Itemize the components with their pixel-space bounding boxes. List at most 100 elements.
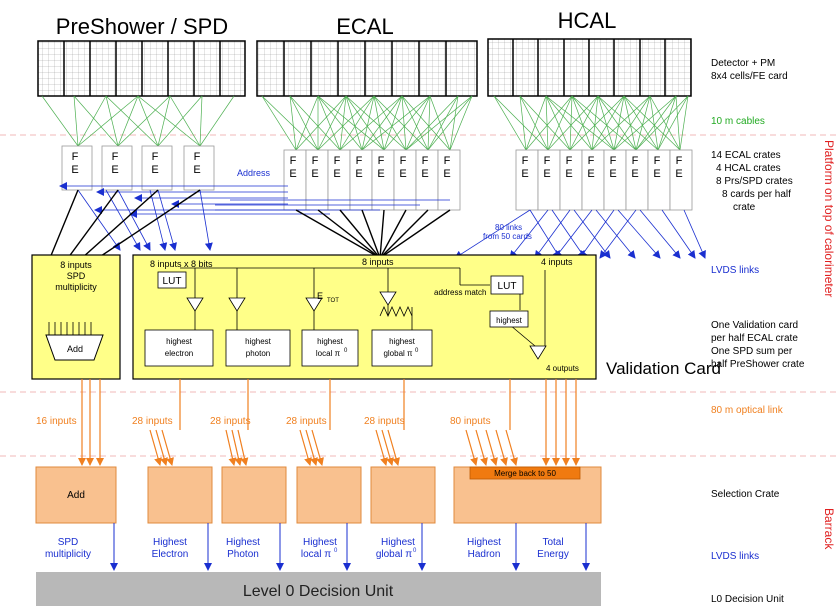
cable-line — [41, 95, 79, 147]
validation-card-label: Validation Card — [606, 359, 721, 378]
cable-line — [635, 95, 651, 151]
cable-line — [401, 95, 451, 151]
fe-card-f: F — [566, 155, 573, 167]
cable-line — [339, 95, 375, 151]
merge-bar — [469, 466, 581, 480]
cable-line — [317, 95, 347, 151]
address-match-label: address match — [434, 288, 486, 297]
fe-card-f: F — [610, 155, 617, 167]
cable-line — [571, 95, 615, 151]
cable-line — [597, 95, 615, 151]
out-photon-2: Photon — [227, 549, 259, 560]
out-global-2: global π — [376, 549, 412, 560]
out-energy-1: Total — [542, 537, 563, 548]
cable-line — [345, 95, 385, 151]
lvds-arrow — [579, 209, 615, 259]
links80-line1: 80 links — [495, 223, 522, 232]
out-local-2: local π — [301, 549, 331, 560]
fe-card: FE — [305, 149, 329, 211]
merge-label: Merge back to 50 — [494, 469, 556, 478]
lvds-arrow — [573, 209, 611, 259]
optical-arrow — [299, 429, 312, 466]
note-lvds: LVDS links — [711, 265, 759, 276]
cable-line — [157, 95, 203, 147]
cable-line — [405, 95, 473, 151]
fe-card-e: E — [653, 168, 660, 180]
cable-line — [613, 95, 625, 151]
optical-arrow — [387, 429, 400, 466]
fe-card-e: E — [543, 168, 550, 180]
cable-line — [525, 95, 547, 151]
etot-sub: TOT — [327, 298, 339, 304]
cable-line — [345, 95, 363, 151]
out-spd-2: multiplicity — [45, 549, 91, 560]
fe-card-e: E — [675, 168, 682, 180]
cable-line — [105, 95, 159, 147]
cable-line — [525, 95, 573, 151]
spd-box-line3: multiplicity — [55, 282, 97, 292]
selection-electron-box — [147, 466, 213, 524]
right-notes: Detector + PM 8x4 cells/FE card 14 ECAL … — [711, 58, 805, 605]
fe-card: FE — [437, 149, 461, 211]
cable-line — [591, 95, 651, 151]
note-detector-1: Detector + PM — [711, 58, 775, 69]
fe-card-f: F — [444, 155, 451, 167]
note-crates-5: crate — [733, 202, 756, 213]
cable-line — [547, 95, 599, 151]
add-trapezoid — [45, 334, 104, 361]
fe-card: FE — [537, 149, 561, 211]
fe-card-f: F — [112, 151, 119, 163]
cable-line — [427, 95, 431, 151]
cable-line — [317, 95, 363, 151]
highest-global-1: highest — [389, 337, 416, 346]
note-crates-1: 14 ECAL crates — [711, 150, 781, 161]
cable-line — [635, 95, 677, 151]
address-lines — [59, 182, 450, 218]
optical-arrow — [375, 429, 388, 466]
cable-line — [449, 95, 473, 151]
optical-arrow — [161, 429, 174, 466]
selection-photon-box — [221, 466, 287, 524]
cable-line — [591, 95, 625, 151]
out-local-1: Highest — [303, 537, 337, 548]
cable-line — [317, 95, 385, 151]
optical-arrow — [237, 429, 249, 466]
cable-line — [623, 95, 681, 151]
fe-card: FE — [283, 149, 307, 211]
optical-arrow — [475, 429, 488, 466]
optical-arrow — [231, 429, 243, 466]
highest-global-2: global π — [383, 349, 413, 358]
note-cables: 10 m cables — [711, 116, 765, 127]
cable-line — [569, 95, 573, 151]
cable-line — [571, 95, 593, 151]
cable-line — [597, 95, 637, 151]
cable-line — [289, 95, 319, 151]
fe-card: FE — [61, 145, 93, 191]
fe-card-f: F — [588, 155, 595, 167]
fe-card: FE — [393, 149, 417, 211]
fe-card-e: E — [71, 164, 78, 176]
platform-label: Platform on top of calorimeter — [822, 140, 836, 297]
cable-line — [493, 95, 549, 151]
cable-line — [635, 95, 689, 151]
global-pi-sup: 0 — [415, 348, 419, 354]
cable-line — [317, 95, 341, 151]
optical-arrow — [505, 429, 518, 466]
barrack-label: Barrack — [822, 508, 836, 550]
cable-line — [373, 95, 385, 151]
inputs-4-label: 4 inputs — [541, 257, 573, 267]
out-global-pi-sup: 0 — [413, 548, 417, 554]
cable-line — [545, 95, 593, 151]
cable-line — [571, 95, 637, 151]
lvds-arrow — [599, 209, 637, 259]
cable-line — [401, 95, 407, 151]
note-crates-3: 8 Prs/SPD crates — [716, 176, 793, 187]
cable-line — [623, 95, 659, 151]
cable-line — [427, 95, 459, 151]
selection-add-label: Add — [67, 490, 85, 501]
lvds-arrow — [529, 209, 561, 259]
cable-line — [545, 95, 549, 151]
cable-line — [657, 95, 677, 151]
cable-line — [117, 95, 171, 147]
fe-card: FE — [559, 149, 583, 211]
